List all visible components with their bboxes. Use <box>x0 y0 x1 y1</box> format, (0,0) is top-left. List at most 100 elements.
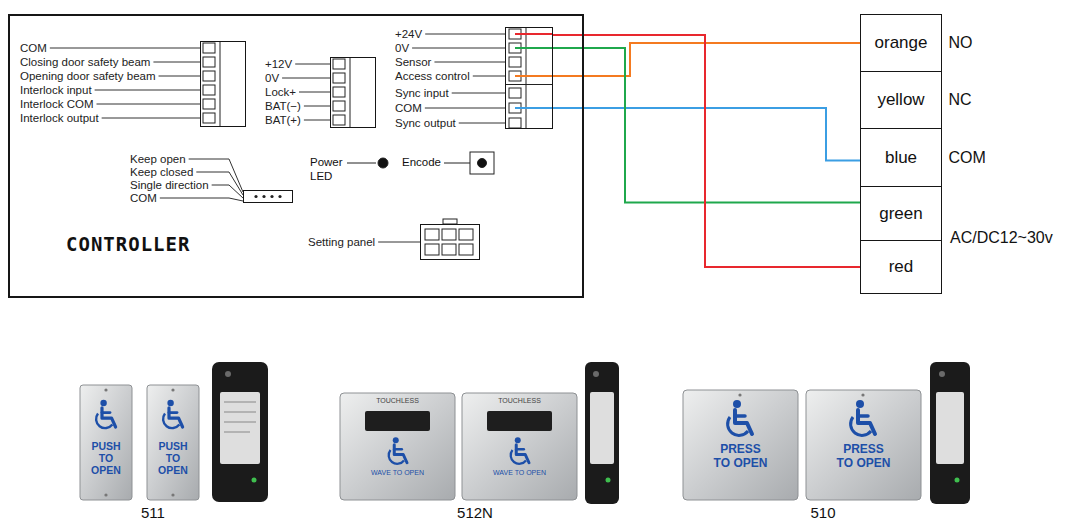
wire-color-cell: green <box>860 186 942 241</box>
terminal-block: COMClosing door safety beamOpening door … <box>200 41 246 127</box>
wheelchair-icon <box>851 400 875 435</box>
pin <box>203 57 215 67</box>
leader-line <box>425 108 505 109</box>
leader-line <box>473 76 505 77</box>
terminal-label: Closing door safety beam <box>20 55 150 69</box>
controller-title: CONTROLLER <box>66 233 190 255</box>
leader-line <box>304 120 330 121</box>
pin-dot <box>262 195 265 198</box>
model-number: 510 <box>803 504 843 521</box>
product-511 <box>80 362 268 502</box>
leader-line <box>160 198 243 201</box>
wire-color-cell: orangeNO <box>860 14 942 72</box>
terminal-label: COM <box>20 41 47 55</box>
receiver <box>585 362 619 504</box>
leader-line <box>299 92 330 93</box>
screw <box>104 493 107 496</box>
leader-line <box>378 242 420 243</box>
leader-line <box>434 62 505 63</box>
leader-line <box>102 118 200 119</box>
button-dot <box>478 159 487 168</box>
terminal-label: Opening door safety beam <box>20 69 156 83</box>
receiver-led <box>955 478 960 483</box>
wire <box>553 48 860 203</box>
terminal-pins <box>203 27 553 255</box>
receiver-panel <box>590 392 614 464</box>
encode-button <box>470 152 494 174</box>
pin <box>509 118 521 128</box>
wire-color-name: yellow <box>861 90 941 110</box>
connector-dots <box>254 195 281 198</box>
terminal-label: Interlock input <box>20 83 92 97</box>
panel-line <box>224 432 250 433</box>
plate-text: PRESS TO OPEN <box>712 442 770 470</box>
wire-color-cell: blueCOM <box>860 128 942 187</box>
pin-dot <box>270 195 273 198</box>
terminal-label: Lock+ <box>265 85 296 99</box>
block-divider <box>350 57 351 128</box>
terminal-label: Single direction <box>130 178 209 192</box>
wire-color-cell: yellowNC <box>860 71 942 129</box>
pin-dot <box>254 195 257 198</box>
wire-stub <box>515 33 553 35</box>
block-divider <box>526 27 527 129</box>
pin <box>203 71 215 81</box>
plate-text: TOUCHLESS <box>480 397 560 405</box>
leader-line <box>425 34 505 35</box>
wheelchair-icon <box>163 400 183 428</box>
wire-color-name: red <box>861 257 941 277</box>
leader-line <box>412 48 505 49</box>
leader-line <box>459 123 505 124</box>
connector-cell <box>425 244 439 255</box>
leader-line <box>444 163 470 164</box>
terminal-label: COM <box>130 191 157 205</box>
led-dot <box>378 158 388 168</box>
pin <box>333 59 345 69</box>
press-plate <box>683 390 798 500</box>
pin <box>509 88 521 98</box>
wheelchair-icon <box>389 437 407 464</box>
pin <box>203 43 215 53</box>
pin <box>333 115 345 125</box>
plate-text: PRESS TO OPEN <box>835 442 893 470</box>
terminal-label: Interlock COM <box>20 97 94 111</box>
leader-line <box>347 163 376 164</box>
wheelchair-icon <box>728 400 752 435</box>
leader-line <box>212 185 243 198</box>
product-512N <box>340 362 619 504</box>
terminal-block: +12V0VLock+BAT(−)BAT(+) <box>330 57 376 128</box>
screw <box>861 393 864 396</box>
button-label: Encode <box>402 156 441 169</box>
model-number: 512N <box>455 504 495 521</box>
receiver <box>212 362 268 502</box>
plate-text: PUSH TO OPEN <box>153 440 193 476</box>
panel-line <box>224 422 256 423</box>
receiver-knob <box>939 371 945 377</box>
receiver-panel <box>936 392 964 464</box>
leader-line <box>304 106 330 107</box>
press-plate <box>806 390 921 500</box>
pin <box>203 113 215 123</box>
panel-line <box>224 402 256 403</box>
terminal-block: +24V0VSensorAccess controlSync inputCOMS… <box>505 27 553 129</box>
leader-line <box>50 48 200 49</box>
wire <box>553 35 860 267</box>
pin <box>203 99 215 109</box>
connector-cell <box>442 229 456 240</box>
block-divider <box>505 84 553 85</box>
terminal-label: BAT(−) <box>265 99 301 113</box>
wire <box>553 108 860 160</box>
connector-cell <box>442 244 456 255</box>
leader-line <box>452 93 505 94</box>
pin-dot <box>278 195 281 198</box>
pin <box>203 85 215 95</box>
panel-line <box>224 412 256 413</box>
block-divider <box>220 41 221 127</box>
terminal-label: Setting panel <box>308 235 375 249</box>
touchless-plate <box>340 393 455 500</box>
receiver-panel <box>220 392 260 464</box>
leader-line <box>153 62 200 63</box>
product-510 <box>683 362 970 504</box>
plate-text: PUSH TO OPEN <box>86 440 126 476</box>
